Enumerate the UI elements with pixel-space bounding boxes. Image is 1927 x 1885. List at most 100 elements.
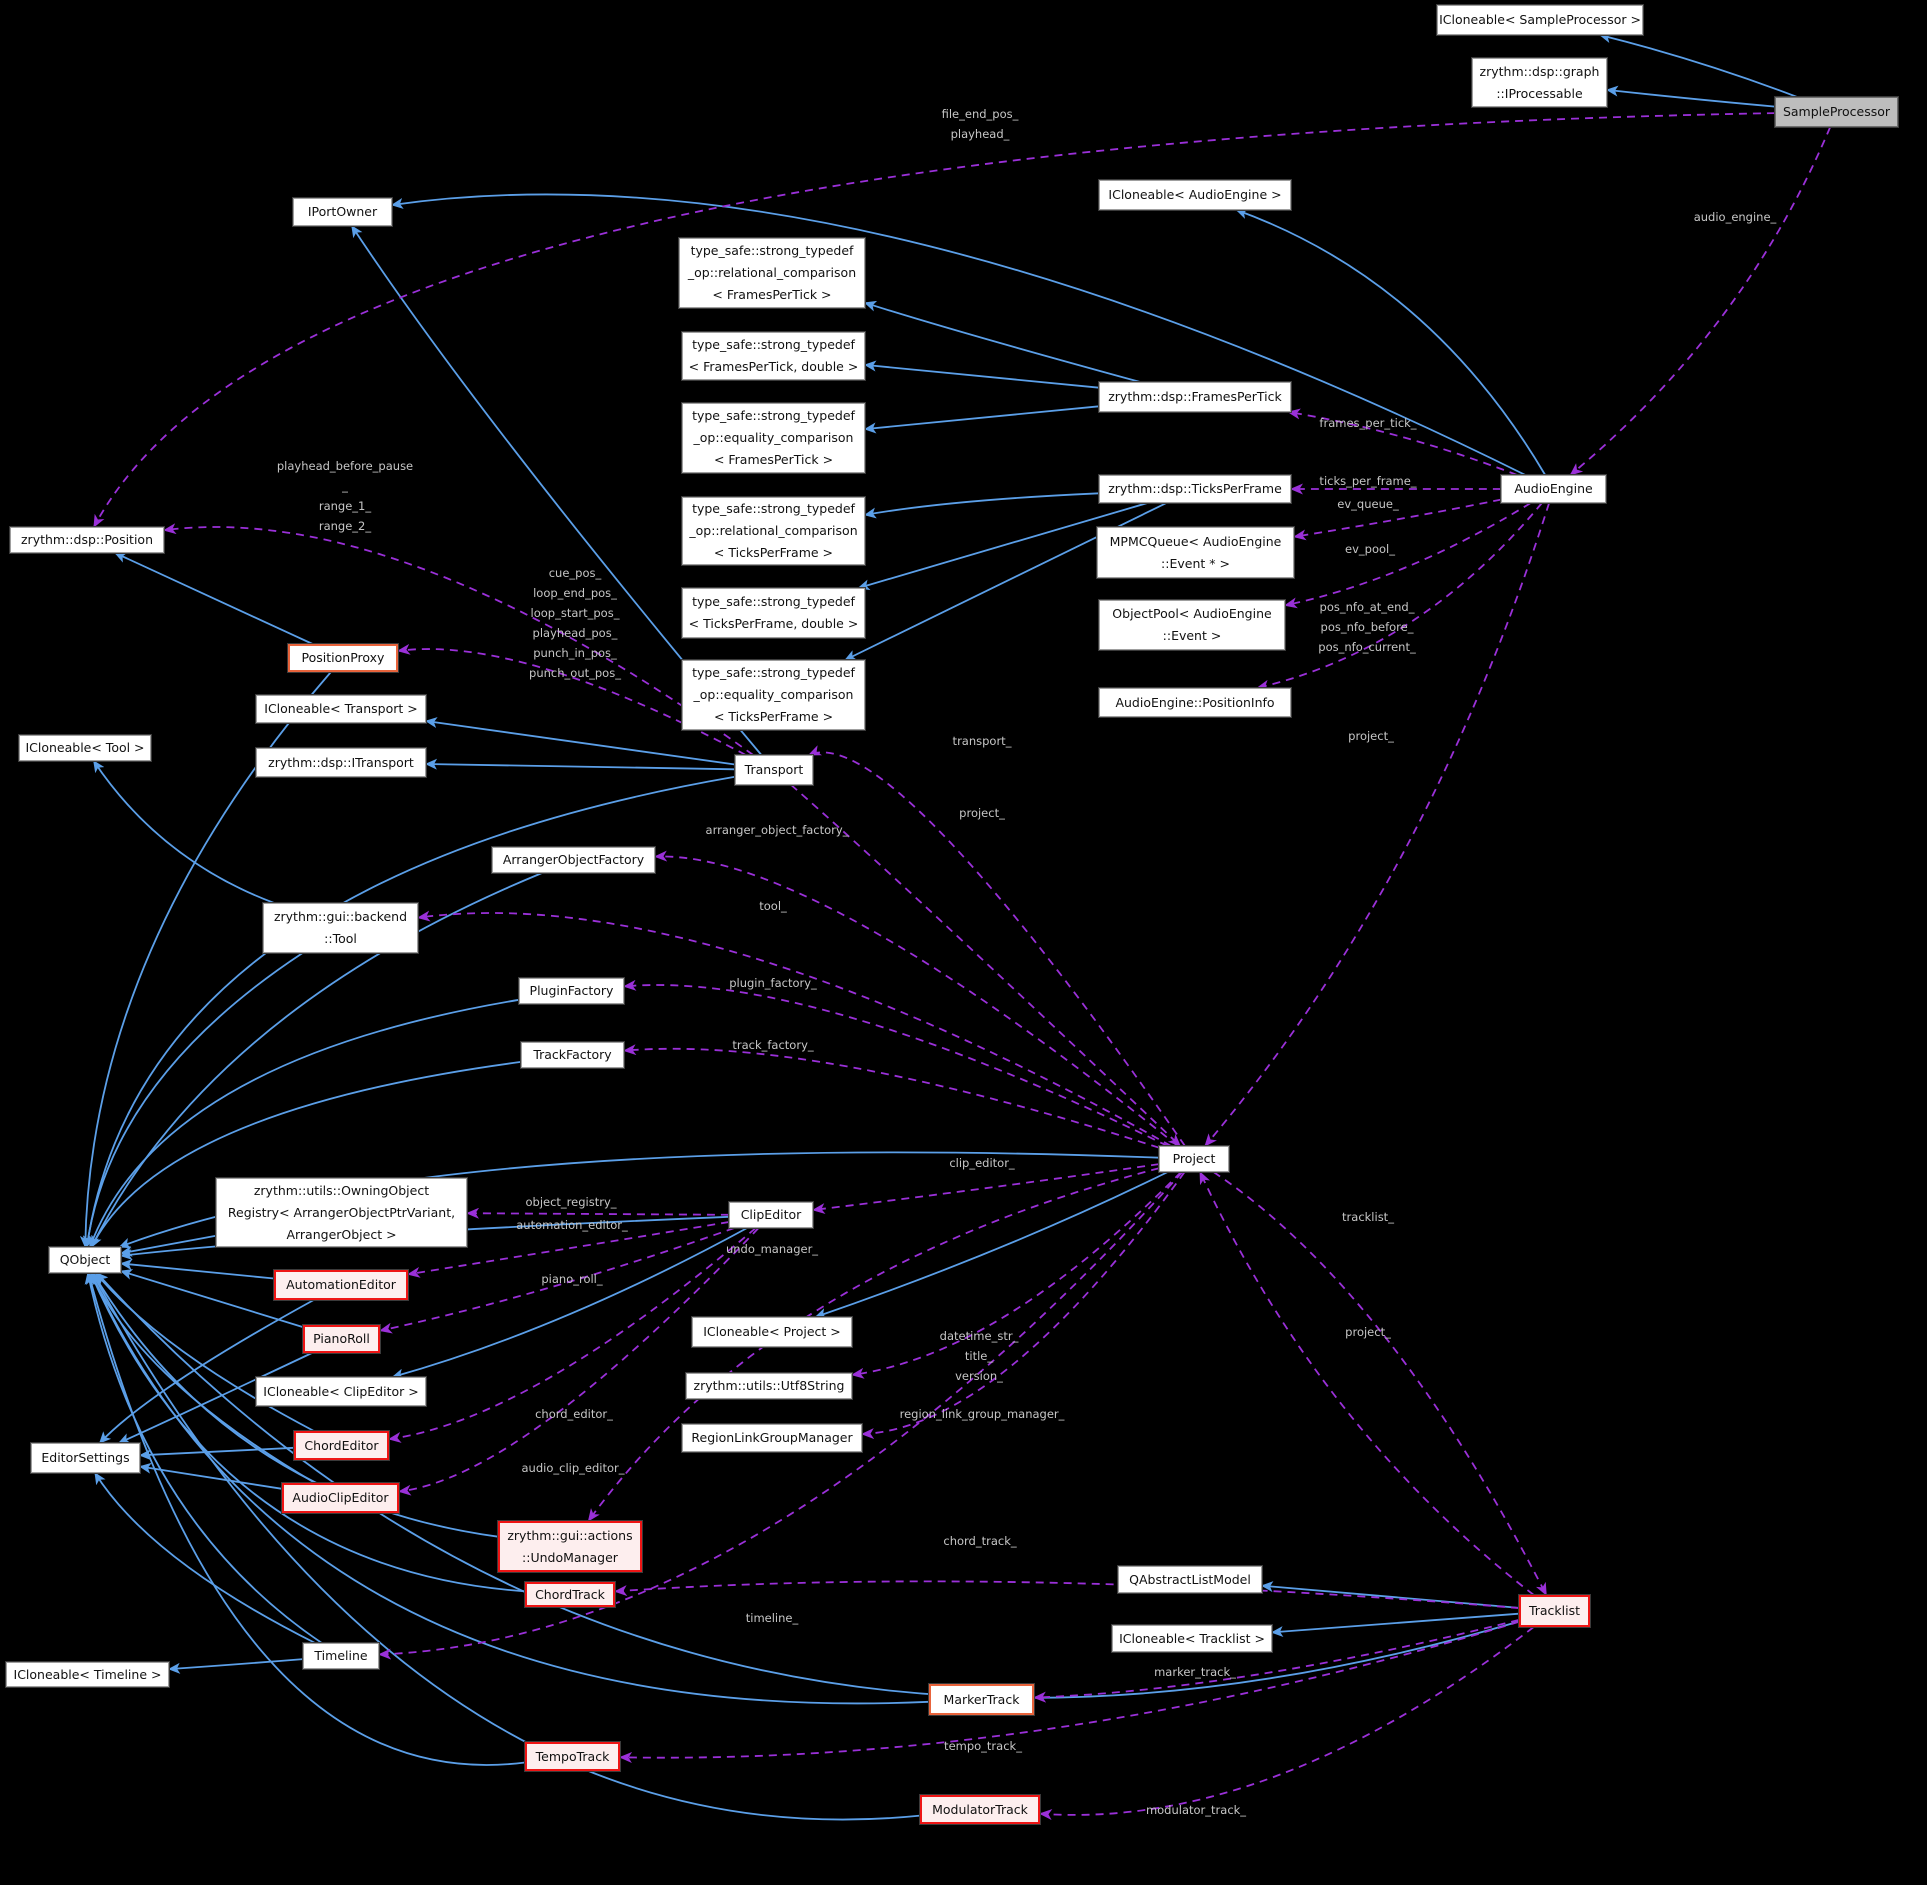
node-editorsettings[interactable]: EditorSettings	[31, 1443, 140, 1473]
inheritance-edge	[864, 405, 1100, 434]
node-qobject[interactable]: QObject	[49, 1247, 121, 1273]
node-arrangerobjectfactory[interactable]: ArrangerObjectFactory	[492, 847, 655, 873]
node-regionlinkgroupmanager[interactable]: RegionLinkGroupManager	[682, 1424, 862, 1452]
node-audioengine[interactable]: AudioEngine	[1501, 475, 1606, 503]
inheritance-edge	[99, 1299, 315, 1444]
inheritance-edge	[89, 1272, 526, 1593]
inheritance-edge	[1599, 32, 1798, 98]
usage-edge	[407, 1221, 730, 1278]
usage-edge	[851, 1171, 1182, 1379]
node-icloneable-audioengine[interactable]: ICloneable< AudioEngine >	[1099, 180, 1291, 210]
node-chordeditor[interactable]: ChordEditor	[294, 1431, 389, 1460]
usage-edge	[1293, 498, 1502, 541]
inheritance-edge	[391, 193, 1526, 476]
node-ts-eq-tpf[interactable]: type_safe::strong_typedef _op::equality_…	[682, 660, 865, 730]
node-utf8string[interactable]: zrythm::utils::Utf8String	[686, 1373, 852, 1399]
inheritance-edge	[139, 1462, 283, 1490]
node-positioninfo[interactable]: AudioEngine::PositionInfo	[1099, 688, 1291, 717]
inheritance-edge	[96, 1272, 1520, 1699]
node-undomanager[interactable]: zrythm::gui::actions ::UndoManager	[498, 1521, 642, 1572]
usage-edge	[1199, 1171, 1535, 1596]
node-mpmcqueue[interactable]: MPMCQueue< AudioEngine ::Event * >	[1097, 527, 1294, 578]
usage-edge	[397, 643, 747, 756]
node-iportowner[interactable]: IPortOwner	[293, 198, 392, 226]
inheritance-edge	[139, 1446, 295, 1461]
node-transport[interactable]: Transport	[735, 755, 813, 785]
node-ts-eq-fpt[interactable]: type_safe::strong_typedef _op::equality_…	[682, 403, 865, 473]
node-icloneable-clipeditor[interactable]: ICloneable< ClipEditor >	[256, 1377, 426, 1406]
node-itransport[interactable]: zrythm::dsp::ITransport	[256, 748, 426, 777]
node-sampleprocessor[interactable]: SampleProcessor	[1775, 97, 1898, 127]
inheritance-edge	[86, 1272, 526, 1766]
usage-edge	[619, 1620, 1520, 1764]
node-automationeditor[interactable]: AutomationEditor	[274, 1270, 408, 1300]
usage-edge	[807, 745, 1186, 1147]
inheritance-edge	[120, 1234, 217, 1257]
node-clipeditor[interactable]: ClipEditor	[729, 1202, 813, 1228]
node-tool[interactable]: zrythm::gui::backend ::Tool	[263, 903, 418, 953]
usage-edge	[790, 784, 1182, 1147]
inheritance-edge	[120, 1269, 304, 1328]
node-objectpool[interactable]: ObjectPool< AudioEngine ::Event >	[1099, 600, 1285, 650]
node-tempotrack[interactable]: TempoTrack	[525, 1742, 620, 1771]
inheritance-edge	[425, 717, 736, 766]
inheritance-edge	[814, 1171, 1169, 1319]
inheritance-edge	[82, 952, 304, 1248]
inheritance-edge	[88, 998, 520, 1248]
node-icloneable-tracklist[interactable]: ICloneable< Tracklist >	[1112, 1625, 1272, 1652]
inheritance-edge	[92, 1272, 499, 1538]
node-iprocessable[interactable]: zrythm::dsp::graph ::IProcessable	[1472, 58, 1607, 107]
node-chordtrack[interactable]: ChordTrack	[525, 1582, 615, 1607]
node-ts-rel-tpf[interactable]: type_safe::strong_typedef _op::relationa…	[682, 497, 865, 565]
inheritance-edge	[90, 1272, 316, 1484]
node-framespertick[interactable]: zrythm::dsp::FramesPerTick	[1099, 382, 1291, 412]
usage-edge	[1204, 502, 1550, 1147]
inheritance-edge	[864, 360, 1100, 389]
inheritance-edge	[90, 1061, 522, 1248]
usage-edge	[398, 1227, 760, 1496]
node-icloneable-tool[interactable]: ICloneable< Tool >	[19, 735, 151, 761]
usage-edge	[417, 910, 1172, 1147]
usage-edge	[812, 1163, 1160, 1215]
node-modulatortrack[interactable]: ModulatorTrack	[920, 1795, 1040, 1824]
node-owningregistry[interactable]: zrythm::utils::OwningObject Registry< Ar…	[216, 1178, 467, 1247]
inheritance-edge	[168, 1658, 304, 1674]
node-positionproxy[interactable]: PositionProxy	[288, 644, 398, 672]
node-icloneable-timeline[interactable]: ICloneable< Timeline >	[6, 1662, 169, 1687]
usage-edge	[466, 1207, 730, 1219]
usage-edge	[1212, 1171, 1548, 1596]
inheritance-edge	[92, 760, 275, 904]
node-ts-st-fpt[interactable]: type_safe::strong_typedef < FramesPerTic…	[682, 332, 865, 380]
inheritance-edge	[857, 502, 1148, 591]
node-tracklist[interactable]: Tracklist	[1519, 1595, 1590, 1627]
node-markertrack[interactable]: MarkerTrack	[929, 1684, 1034, 1715]
node-project[interactable]: Project	[1159, 1146, 1229, 1172]
node-audioclipeditor[interactable]: AudioClipEditor	[282, 1483, 399, 1513]
usage-edge	[614, 1580, 1520, 1609]
node-ticksperframe[interactable]: zrythm::dsp::TicksPerFrame	[1099, 475, 1291, 503]
inheritance-edge	[1606, 85, 1776, 108]
node-icloneable-project[interactable]: ICloneable< Project >	[692, 1317, 852, 1347]
node-icloneable-transport[interactable]: ICloneable< Transport >	[256, 695, 426, 723]
inheritance-edge	[391, 1227, 748, 1380]
inheritance-edge	[425, 758, 736, 771]
node-position[interactable]: zrythm::dsp::Position	[10, 527, 164, 553]
inheritance-edge	[864, 492, 1100, 519]
usage-edge	[623, 1044, 1160, 1149]
inheritance-edge	[114, 552, 313, 645]
node-ts-st-tpf[interactable]: type_safe::strong_typedef < TicksPerFram…	[682, 588, 865, 638]
node-icloneable-sampleprocessor[interactable]: ICloneable< SampleProcessor >	[1437, 5, 1643, 35]
node-trackfactory[interactable]: TrackFactory	[521, 1042, 624, 1068]
node-pluginfactory[interactable]: PluginFactory	[519, 978, 624, 1004]
node-timeline[interactable]: Timeline	[303, 1643, 379, 1669]
inheritance-edge	[1271, 1612, 1520, 1638]
node-pianoroll[interactable]: PianoRoll	[303, 1325, 380, 1353]
node-qabstractlistmodel[interactable]: QAbstractListModel	[1118, 1566, 1262, 1593]
node-ts-rel-fpt[interactable]: type_safe::strong_typedef _op::relationa…	[679, 238, 865, 308]
inheritance-edge	[1261, 1581, 1520, 1609]
inheritance-edge	[84, 1272, 323, 1644]
usage-edge	[654, 850, 1179, 1147]
inheritance-edge	[864, 300, 1141, 383]
inheritance-edge	[1235, 208, 1546, 476]
